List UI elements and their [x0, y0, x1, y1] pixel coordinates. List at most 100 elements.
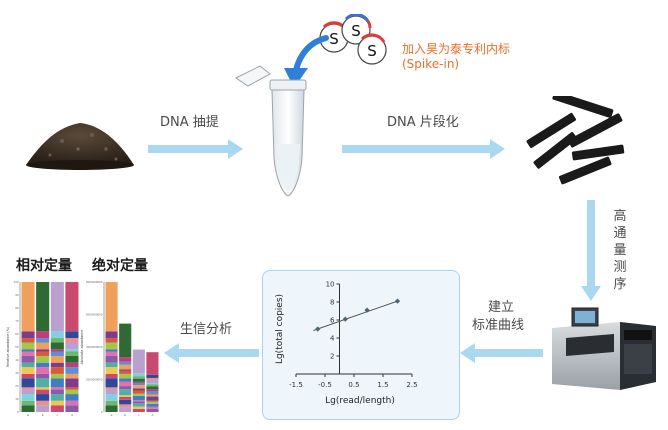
stack-segment — [119, 357, 132, 362]
mini-x-label: a — [27, 413, 29, 417]
stack-segment — [132, 349, 145, 374]
stack-segment — [65, 405, 79, 412]
stack-segment — [132, 393, 145, 396]
stack-segment — [36, 387, 50, 390]
stack-segment — [105, 331, 118, 339]
x-tick-label: 2.5 — [406, 381, 417, 389]
stack-segment — [119, 381, 132, 387]
stack-segment — [146, 408, 159, 412]
stack-segment — [105, 400, 118, 406]
stack-segment — [146, 403, 159, 407]
stack-segment — [36, 351, 50, 356]
stack-segment — [50, 331, 64, 339]
stack-segment — [132, 373, 145, 377]
mini-tick-label: 60 — [15, 332, 19, 336]
mini-x-label: d — [151, 413, 153, 417]
stack-segment — [36, 405, 50, 412]
stack-segment — [50, 394, 64, 401]
stack-segment — [119, 378, 132, 382]
spike-add-arrow — [284, 35, 329, 88]
mini-tick-label: 8000000000 — [86, 280, 103, 284]
fit-line — [313, 300, 398, 331]
stack-segment — [65, 362, 79, 368]
stack-segment — [146, 389, 159, 392]
stack-segment — [36, 378, 50, 388]
mini-tick-label: 80 — [15, 306, 19, 310]
mini-x-label: c — [56, 413, 58, 417]
stack-segment — [132, 408, 145, 412]
stack-segment — [119, 373, 132, 379]
stack-segment — [21, 405, 35, 412]
stack-segment — [50, 367, 64, 374]
mini-x-label: b — [124, 413, 126, 417]
data-point — [315, 326, 321, 332]
stack-segment — [105, 405, 118, 412]
stack-segment — [21, 389, 35, 395]
y-tick-label: 10 — [326, 281, 335, 289]
stack-segment — [65, 389, 79, 395]
stack-segment — [50, 342, 64, 350]
stack-segment — [132, 401, 145, 404]
stack-segment — [36, 400, 50, 406]
stack-segment — [21, 355, 35, 363]
data-point — [394, 298, 401, 304]
stack-segment — [132, 382, 145, 386]
stack-segment — [119, 396, 132, 400]
stack-segment — [50, 282, 64, 332]
stack-segment — [65, 282, 79, 332]
y-tick-label: 8 — [330, 299, 334, 307]
mini-tick-label: 70 — [15, 319, 19, 323]
stack-segment — [132, 395, 145, 401]
stack-segment — [105, 338, 118, 343]
mini-tick-label: 30 — [15, 371, 19, 375]
x-tick-label: 1.5 — [377, 381, 388, 389]
stack-segment — [36, 394, 50, 401]
stack-segment — [36, 355, 50, 363]
stack-segment — [119, 389, 132, 396]
stack-segment — [65, 351, 79, 356]
label-build-curve-2: 标准曲线 — [472, 318, 525, 333]
stack-segment — [119, 404, 132, 408]
stack-segment — [105, 389, 118, 395]
x-tick-label: -1.5 — [289, 381, 303, 389]
mini-tick-label: 0 — [17, 410, 19, 414]
arrow-fragment — [342, 139, 505, 159]
title-relative: 相对定量 — [16, 258, 72, 274]
stack-segment — [65, 342, 79, 350]
stack-segment — [65, 338, 79, 343]
stack-segment — [146, 384, 159, 387]
stack-segment — [36, 373, 50, 379]
stack-segment — [146, 391, 159, 395]
stack-segment — [21, 331, 35, 339]
stack-segment — [21, 400, 35, 406]
stack-segment — [132, 381, 145, 383]
stack-segment — [50, 387, 64, 390]
y-axis-label: Lg(total copies) — [275, 294, 285, 364]
stack-segment — [65, 400, 79, 406]
mini-x-label: d — [71, 413, 73, 417]
stack-segment — [146, 383, 159, 385]
y-tick-label: 6 — [330, 317, 335, 325]
stack-segment — [119, 399, 132, 405]
mini-y-label: Absolute abundance — [80, 330, 84, 365]
stack-segment — [36, 282, 50, 332]
stack-segment — [36, 389, 50, 395]
mini-tick-label: 6000000000 — [86, 313, 103, 317]
stack-segment — [146, 401, 159, 404]
stack-segment — [65, 331, 79, 339]
stack-segment — [119, 386, 132, 390]
stack-segment — [50, 378, 64, 388]
stack-segment — [105, 394, 118, 401]
stack-segment — [50, 405, 64, 412]
stack-segment — [146, 396, 159, 401]
stack-segment — [21, 351, 35, 356]
arrow-standard-curve — [460, 343, 543, 363]
stack-segment — [132, 403, 145, 407]
title-absolute: 绝对定量 — [92, 258, 148, 274]
spike-letter-1: S — [329, 30, 339, 48]
stack-segment — [146, 377, 159, 381]
spike-letter-3: S — [367, 42, 377, 60]
stack-segment — [50, 355, 64, 363]
label-build-curve-1: 建立 — [488, 300, 515, 315]
